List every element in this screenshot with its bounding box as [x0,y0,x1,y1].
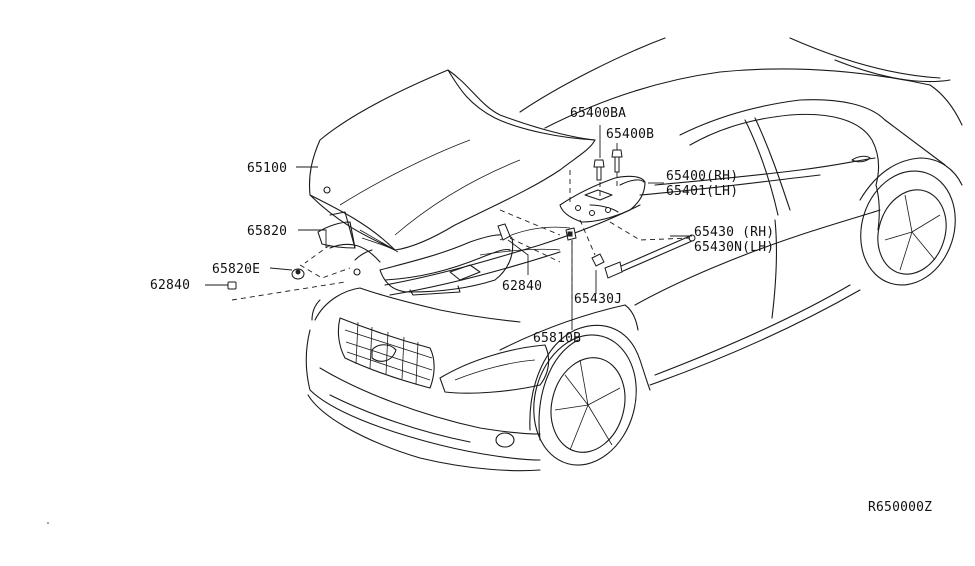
label-stay-bracket: 65430J [574,292,622,307]
part-labels: 65100 65820 65820E 62840 62840 65400BA 6… [150,106,932,515]
label-insulator-clip: 65820E [212,262,260,277]
cowl-seal-panel [329,234,514,296]
bumper-rubber-icon [497,223,511,241]
label-stay-rh: 65430 (RH) [694,225,774,240]
label-hinge-bolt-b: 65400B [606,127,654,142]
stray-dot [47,522,49,524]
label-bumper-rubber-left: 62840 [150,278,190,293]
car-body-outline [305,37,963,472]
label-hinge-bolt-a: 65400BA [570,106,626,121]
bumper-rubber-left-icon [227,281,237,290]
hinge-bolt-b-icon [611,149,623,173]
seal-clip-icon [565,227,577,241]
label-stay-lh: 65430N(LH) [694,240,774,255]
insulator-clip-icon [291,268,305,280]
leader-lines [205,125,692,330]
label-hood: 65100 [247,161,287,176]
label-hinge-rh: 65400(RH) [666,169,738,184]
label-bumper-rubber-right: 62840 [502,279,542,294]
label-hinge-lh: 65401(LH) [666,184,738,199]
hinge-bolt-a-icon [593,159,605,181]
hood-hinge-assembly [559,175,646,223]
label-hood-insulator: 65820 [247,224,287,239]
reference-code: R650000Z [868,500,932,515]
hood-stay [591,234,696,279]
dashed-connectors [231,170,691,301]
label-hood-seal-clip: 65810B [533,331,581,346]
